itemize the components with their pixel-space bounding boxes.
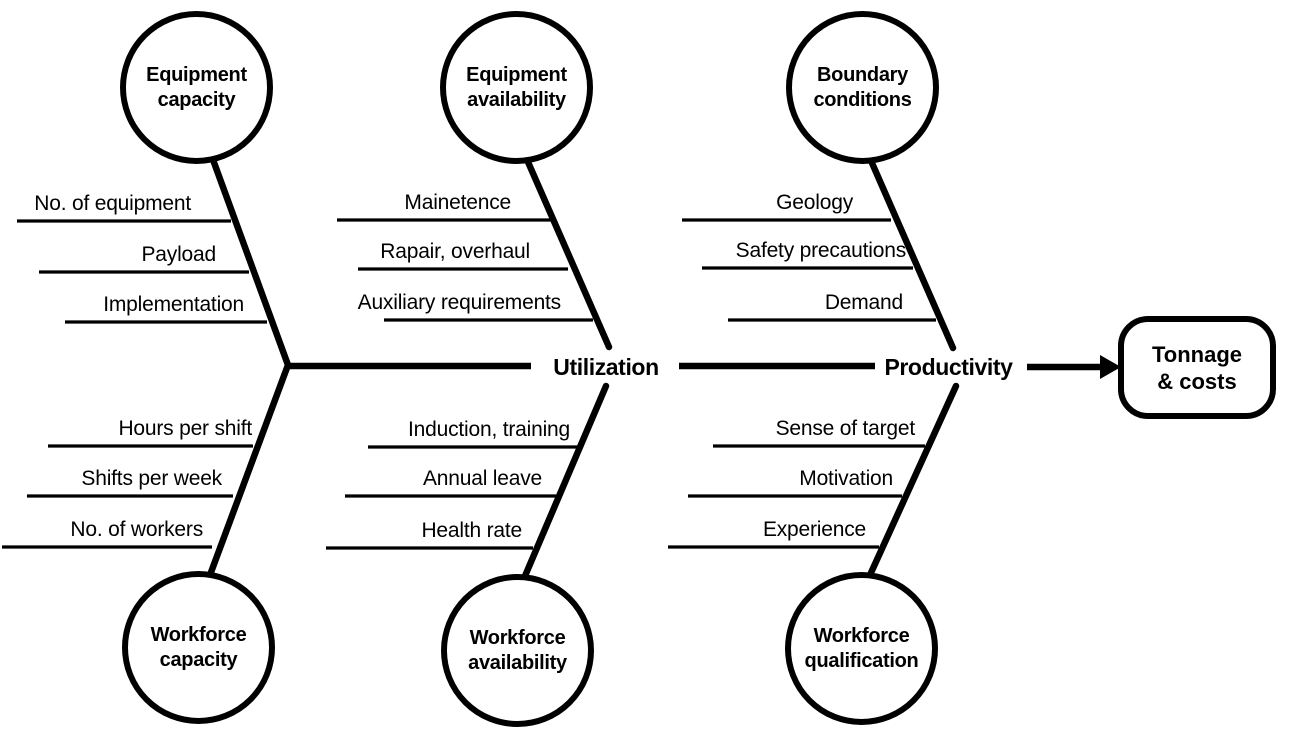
cause-circle-equipment-capacity: Equipment capacity bbox=[120, 11, 273, 164]
factor-label-hours-per-shift: Hours per shift bbox=[118, 417, 252, 440]
cause-circle-workforce-qualification: Workforce qualification bbox=[785, 572, 938, 725]
cause-circle-workforce-capacity: Workforce capacity bbox=[122, 571, 275, 724]
factor-lines bbox=[2, 218, 936, 550]
factor-label-no-of-equipment: No. of equipment bbox=[34, 192, 191, 215]
result-box-label: Tonnage & costs bbox=[1151, 341, 1243, 394]
spine-label-utilization: Utilization bbox=[536, 352, 676, 382]
bone-boundary-conditions bbox=[868, 159, 957, 352]
factor-label-auxiliary-requirements: Auxiliary requirements bbox=[357, 291, 562, 314]
cause-circle-workforce-availability: Workforce availability bbox=[441, 574, 594, 727]
factor-label-demand: Demand bbox=[824, 291, 903, 314]
bone-workforce-capacity bbox=[206, 361, 292, 579]
factor-label-experience: Experience bbox=[762, 518, 866, 541]
factor-label-induction-training: Induction, training bbox=[408, 418, 570, 441]
bone-workforce-availability bbox=[521, 382, 610, 580]
cause-label: Workforce capacity bbox=[150, 623, 247, 671]
factor-label-safety-precautions: Safety precautions bbox=[735, 239, 907, 262]
cause-bones bbox=[206, 153, 960, 580]
cause-label: Boundary conditions bbox=[813, 63, 912, 111]
cause-label: Workforce availability bbox=[468, 626, 567, 674]
factor-label-sense-of-target: Sense of target bbox=[775, 417, 916, 440]
factor-label-geology: Geology bbox=[776, 191, 853, 214]
factor-label-payload: Payload bbox=[141, 243, 217, 266]
factor-label-annual-leave: Annual leave bbox=[422, 467, 542, 490]
cause-label: Equipment capacity bbox=[146, 63, 247, 111]
factor-label-no-of-workers: No. of workers bbox=[70, 518, 203, 541]
cause-circle-equipment-availability: Equipment availability bbox=[440, 11, 593, 164]
result-box-tonnage-costs: Tonnage & costs bbox=[1118, 316, 1276, 419]
bone-equipment-availability bbox=[524, 158, 613, 351]
cause-label: Workforce qualification bbox=[804, 624, 919, 672]
factor-label-implementation: Implementation bbox=[103, 293, 244, 316]
factor-label-motivation: Motivation bbox=[799, 467, 893, 490]
spine-label-productivity: Productivity bbox=[876, 352, 1021, 382]
factor-label-shifts-per-week: Shifts per week bbox=[81, 467, 222, 490]
cause-label: Equipment availability bbox=[466, 63, 567, 111]
factor-label-health-rate: Health rate bbox=[421, 519, 522, 542]
arrow-head-icon bbox=[1100, 355, 1121, 379]
factor-label-rapair-overhaul: Rapair, overhaul bbox=[380, 240, 530, 263]
factor-label-mainetence: Mainetence bbox=[404, 191, 511, 214]
cause-circle-boundary-conditions: Boundary conditions bbox=[786, 11, 939, 164]
bone-equipment-capacity bbox=[208, 153, 292, 369]
bone-workforce-qualification bbox=[866, 382, 960, 579]
result-arrow bbox=[1027, 355, 1121, 379]
